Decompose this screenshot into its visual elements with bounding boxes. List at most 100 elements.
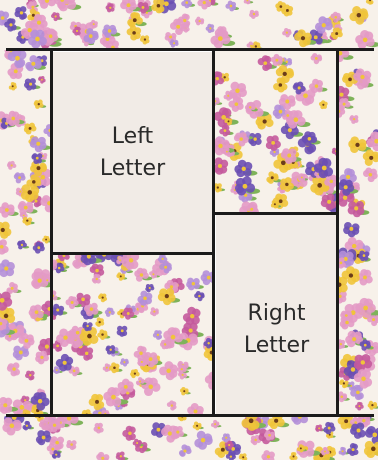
flower-motif — [25, 371, 35, 381]
flower-motif — [169, 39, 178, 47]
flower-motif — [210, 28, 235, 48]
flower-motif — [116, 272, 127, 280]
flower-motif — [234, 160, 257, 177]
flower-motif — [179, 444, 192, 456]
flower-motif — [0, 202, 19, 218]
flower-motif — [7, 161, 16, 170]
seam-line — [214, 212, 338, 215]
flower-motif — [2, 417, 21, 435]
right-letter-label: Right Letter — [244, 298, 309, 362]
flower-motif — [195, 17, 204, 26]
top-border-fabric — [0, 0, 378, 50]
left-letter-line1: Left — [100, 121, 165, 153]
flower-motif — [235, 176, 260, 195]
flower-motif — [249, 10, 259, 19]
seam-line — [50, 50, 53, 416]
flower-motif — [118, 379, 134, 395]
left-letter-panel: Left Letter — [52, 52, 213, 253]
flower-motif — [36, 430, 52, 445]
right-border-fabric — [338, 50, 378, 416]
flower-motif — [145, 284, 154, 292]
flower-motif — [106, 3, 115, 12]
flower-motif — [214, 97, 222, 106]
flower-motif — [261, 450, 275, 460]
flower-motif — [43, 124, 50, 137]
flower-motif — [197, 0, 211, 10]
flower-motif — [130, 369, 140, 378]
flower-motif — [315, 16, 333, 33]
flower-motif — [193, 421, 204, 430]
flower-motif — [24, 123, 37, 135]
left-border-fabric — [0, 50, 50, 416]
flower-motif — [214, 183, 225, 192]
flower-motif — [159, 361, 178, 380]
flower-motif — [94, 423, 104, 434]
flower-motif — [350, 422, 366, 438]
flower-motif — [9, 82, 17, 90]
flower-motif — [349, 115, 358, 124]
seam-line — [6, 414, 374, 417]
flower-motif — [30, 137, 50, 153]
flower-motif — [181, 0, 195, 8]
flower-motif — [17, 240, 29, 249]
flower-motif — [42, 236, 50, 244]
flower-motif — [0, 259, 15, 277]
flower-motif — [248, 133, 262, 146]
flower-motif — [319, 100, 328, 109]
flower-motif — [150, 307, 159, 316]
flower-motif — [311, 53, 323, 64]
flower-motif — [151, 0, 165, 13]
flower-motif — [120, 358, 129, 366]
flower-motif — [95, 317, 104, 326]
flower-motif — [51, 304, 67, 316]
flower-motif — [79, 347, 93, 361]
flower-motif — [40, 195, 50, 212]
flower-motif — [117, 326, 128, 337]
flower-motif — [92, 274, 101, 284]
flower-motif — [105, 308, 115, 317]
flower-motif — [340, 316, 355, 330]
seam-line — [212, 50, 215, 416]
flower-motif — [338, 391, 350, 402]
flower-motif — [355, 30, 378, 49]
bottom-border-fabric — [0, 416, 378, 460]
flower-motif — [343, 222, 359, 237]
flower-motif — [167, 400, 177, 410]
top-right-fabric-square — [214, 50, 338, 213]
flower-motif — [183, 307, 201, 325]
right-letter-line1: Right — [244, 298, 309, 330]
flower-motif — [6, 282, 21, 294]
flower-motif — [214, 157, 228, 174]
seam-line — [6, 48, 374, 51]
flower-motif — [38, 76, 46, 84]
flower-motif — [97, 329, 110, 340]
flower-motif — [355, 402, 364, 411]
right-letter-line2: Letter — [244, 330, 309, 362]
flower-motif — [349, 6, 368, 25]
flower-motif — [34, 100, 47, 109]
flower-motif — [122, 426, 136, 441]
flower-motif — [225, 0, 239, 11]
flower-motif — [239, 453, 248, 460]
flower-motif — [0, 239, 9, 254]
flower-motif — [211, 420, 221, 429]
flower-motif — [266, 135, 281, 151]
flower-motif — [153, 330, 162, 340]
flower-motif — [244, 0, 254, 4]
flower-motif — [38, 0, 56, 9]
flower-motif — [348, 201, 370, 217]
flower-motif — [321, 193, 337, 210]
flower-motif — [22, 217, 34, 226]
flower-motif — [363, 168, 378, 183]
flower-motif — [14, 6, 27, 20]
left-letter-line2: Letter — [100, 153, 165, 185]
flower-motif — [363, 149, 378, 166]
flower-motif — [194, 431, 212, 450]
flower-motif — [180, 387, 191, 395]
flower-motif — [368, 401, 378, 410]
flower-motif — [194, 291, 205, 301]
flower-motif — [140, 35, 150, 44]
flower-motif — [134, 268, 152, 282]
flower-motif — [0, 222, 11, 239]
